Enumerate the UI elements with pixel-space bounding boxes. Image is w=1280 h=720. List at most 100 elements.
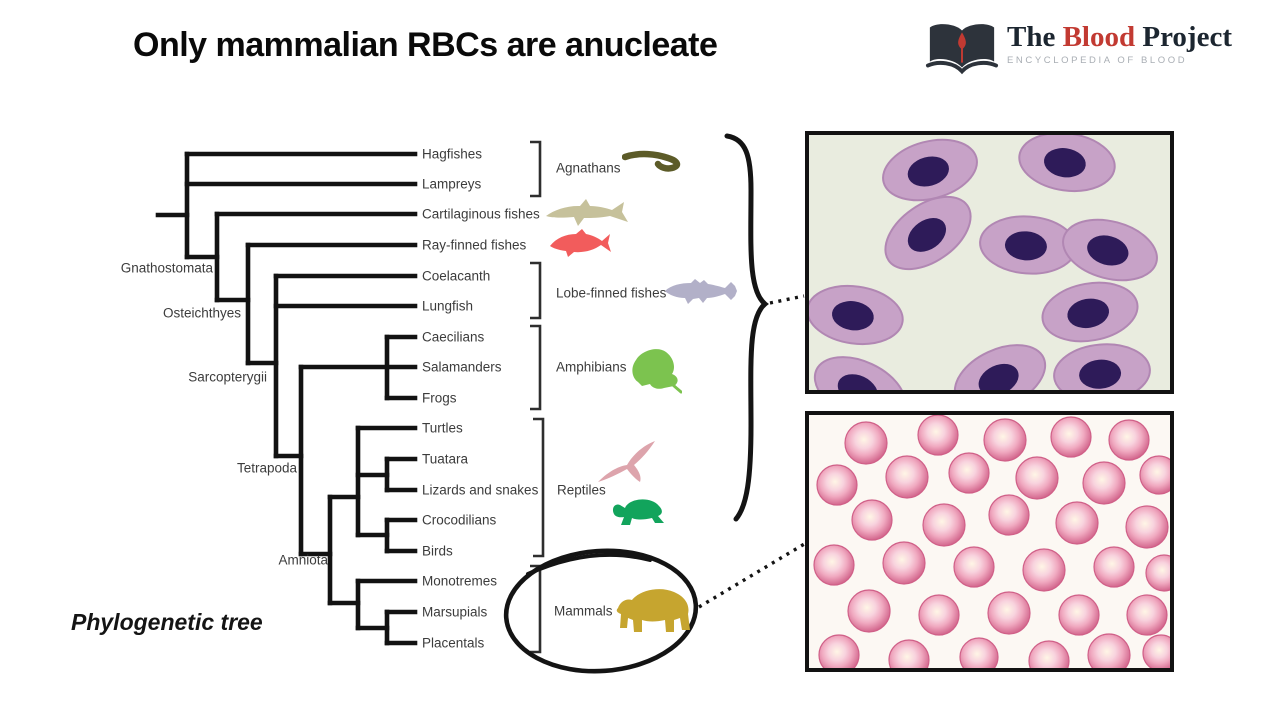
- nucleated-rbc-micrograph: [805, 131, 1174, 394]
- anucleate-rbc-cell: [1028, 640, 1070, 668]
- curly-brace: [724, 133, 769, 522]
- logo-tagline: ENCYCLOPEDIA OF BLOOD: [1007, 55, 1188, 66]
- group-bracket: [530, 140, 542, 198]
- logo-word-project: Project: [1142, 21, 1232, 53]
- mammals-circle-overlap-stroke: [526, 552, 652, 576]
- anucleate-rbc-cell: [1022, 548, 1066, 592]
- diagram-caption: Phylogenetic tree: [71, 609, 263, 635]
- anucleate-rbc-cell: [988, 494, 1030, 536]
- leaf-label-lizards-and-snakes: Lizards and snakes: [422, 482, 539, 498]
- group-label-lobe-finned-fishes: Lobe-finned fishes: [556, 285, 667, 301]
- anucleate-rbc-cell: [818, 634, 860, 668]
- nucleated-rbc-cell: [813, 356, 907, 390]
- blood-project-logo: The Blood Project ENCYCLOPEDIA OF BLOOD: [925, 20, 1255, 80]
- group-bracket: [533, 417, 545, 558]
- nucleated-rbc-cell: [1062, 218, 1158, 282]
- anucleate-rbc-cell: [813, 544, 855, 586]
- mammals-circle-annotation: [503, 548, 699, 674]
- anucleate-rbc-cell: [1125, 505, 1169, 549]
- group-brackets: [530, 140, 545, 654]
- leaf-label-hagfishes: Hagfishes: [422, 146, 483, 162]
- anucleate-rbc-micrograph: [805, 411, 1174, 672]
- anucleate-rbc-cell: [918, 594, 960, 636]
- nucleated-rbc-cell: [884, 195, 972, 271]
- anucleate-rbc-cell: [1139, 455, 1170, 495]
- anucleate-rbc-cell: [816, 464, 858, 506]
- blood-drop-icon: [958, 32, 966, 50]
- leaf-label-tuatara: Tuatara: [422, 451, 469, 467]
- shark-icon: [546, 199, 628, 226]
- turtle-icon: [612, 499, 664, 525]
- anucleate-rbc-cell: [1145, 554, 1170, 592]
- group-label-amphibians: Amphibians: [556, 359, 627, 375]
- clade-label-sarcopterygii: Sarcopterygii: [188, 369, 267, 385]
- anucleate-rbc-cell: [1108, 419, 1150, 461]
- leaf-label-crocodilians: Crocodilians: [422, 512, 497, 528]
- anucleate-rbc-cell: [917, 415, 959, 456]
- logo-wordmark: The Blood Project: [1007, 20, 1232, 54]
- leaf-label-monotremes: Monotremes: [422, 573, 498, 589]
- group-label-reptiles: Reptiles: [557, 482, 606, 498]
- leaf-label-frogs: Frogs: [422, 390, 457, 406]
- anucleate-rbc-cell: [1142, 634, 1170, 668]
- nucleated-rbc-cell: [953, 344, 1047, 390]
- anucleate-rbc-cell: [1093, 546, 1135, 588]
- clade-label-amniota: Amniota: [278, 552, 328, 568]
- group-bracket: [530, 564, 542, 654]
- ray-finned-fish-icon: [550, 229, 611, 257]
- group-label-agnathans: Agnathans: [556, 160, 621, 176]
- anucleate-rbc-cell: [987, 591, 1031, 635]
- leaf-label-marsupials: Marsupials: [422, 604, 488, 620]
- bear-icon: [616, 589, 690, 632]
- nucleated-rbc-cell: [809, 284, 904, 346]
- anucleate-rbc-cell: [844, 421, 888, 465]
- clade-label-gnathostomata: Gnathostomata: [120, 260, 213, 276]
- anucleate-rbc-cell: [983, 418, 1027, 462]
- coelacanth-icon: [665, 279, 737, 304]
- clade-label-tetrapoda: Tetrapoda: [236, 460, 297, 476]
- frog-icon: [632, 349, 682, 394]
- leaf-label-birds: Birds: [422, 543, 453, 559]
- anucleate-rbc-cell: [888, 639, 930, 668]
- anucleate-rbc-cell: [1082, 461, 1126, 505]
- anucleate-rbc-cell: [1126, 594, 1168, 636]
- leaf-label-turtles: Turtles: [422, 420, 463, 436]
- anucleate-rbc-cell: [882, 541, 926, 585]
- anucleate-rbc-cell: [851, 499, 893, 541]
- leaf-label-ray-finned-fishes: Ray-finned fishes: [422, 237, 527, 253]
- anucleate-rbc-cell: [959, 637, 999, 668]
- anucleate-rbc-cell: [885, 455, 929, 499]
- dotted-connector-anucleate: [698, 541, 807, 609]
- nucleated-rbc-cell: [1041, 281, 1139, 343]
- logo-word-blood: Blood: [1062, 21, 1136, 53]
- leaf-label-salamanders: Salamanders: [422, 359, 502, 375]
- open-book-icon: [925, 24, 999, 75]
- anucleate-rbc-cell: [1058, 594, 1100, 636]
- anucleate-rbc-cell: [1050, 416, 1092, 458]
- anucleate-rbc-cell: [948, 452, 990, 494]
- anucleate-rbc-cell: [847, 589, 891, 633]
- nucleated-rbc-cell: [882, 138, 978, 202]
- leaf-label-cartilaginous-fishes: Cartilaginous fishes: [422, 206, 540, 222]
- anucleate-rbc-cell: [1055, 501, 1099, 545]
- group-bracket: [530, 261, 542, 320]
- leaf-label-coelacanth: Coelacanth: [422, 268, 491, 284]
- leaf-label-lampreys: Lampreys: [422, 176, 482, 192]
- anucleate-rbc-cell: [1015, 456, 1059, 500]
- group-label-mammals: Mammals: [554, 603, 613, 619]
- dotted-connector-nucleated: [769, 294, 805, 305]
- anucleate-rbc-cell: [1087, 633, 1131, 668]
- anucleate-rbc-cell: [953, 546, 995, 588]
- nucleated-rbc-cell: [1053, 343, 1151, 390]
- group-bracket: [530, 324, 542, 411]
- clade-label-osteichthyes: Osteichthyes: [162, 305, 241, 321]
- bird-icon: [598, 441, 655, 482]
- hagfish-icon: [622, 150, 681, 172]
- leaf-label-caecilians: Caecilians: [422, 329, 485, 345]
- nucleated-rbc-cell: [1018, 135, 1116, 193]
- phylogenetic-tree-lines: [155, 151, 418, 646]
- leaf-label-placentals: Placentals: [422, 635, 485, 651]
- slide-title: Only mammalian RBCs are anucleate: [133, 26, 718, 64]
